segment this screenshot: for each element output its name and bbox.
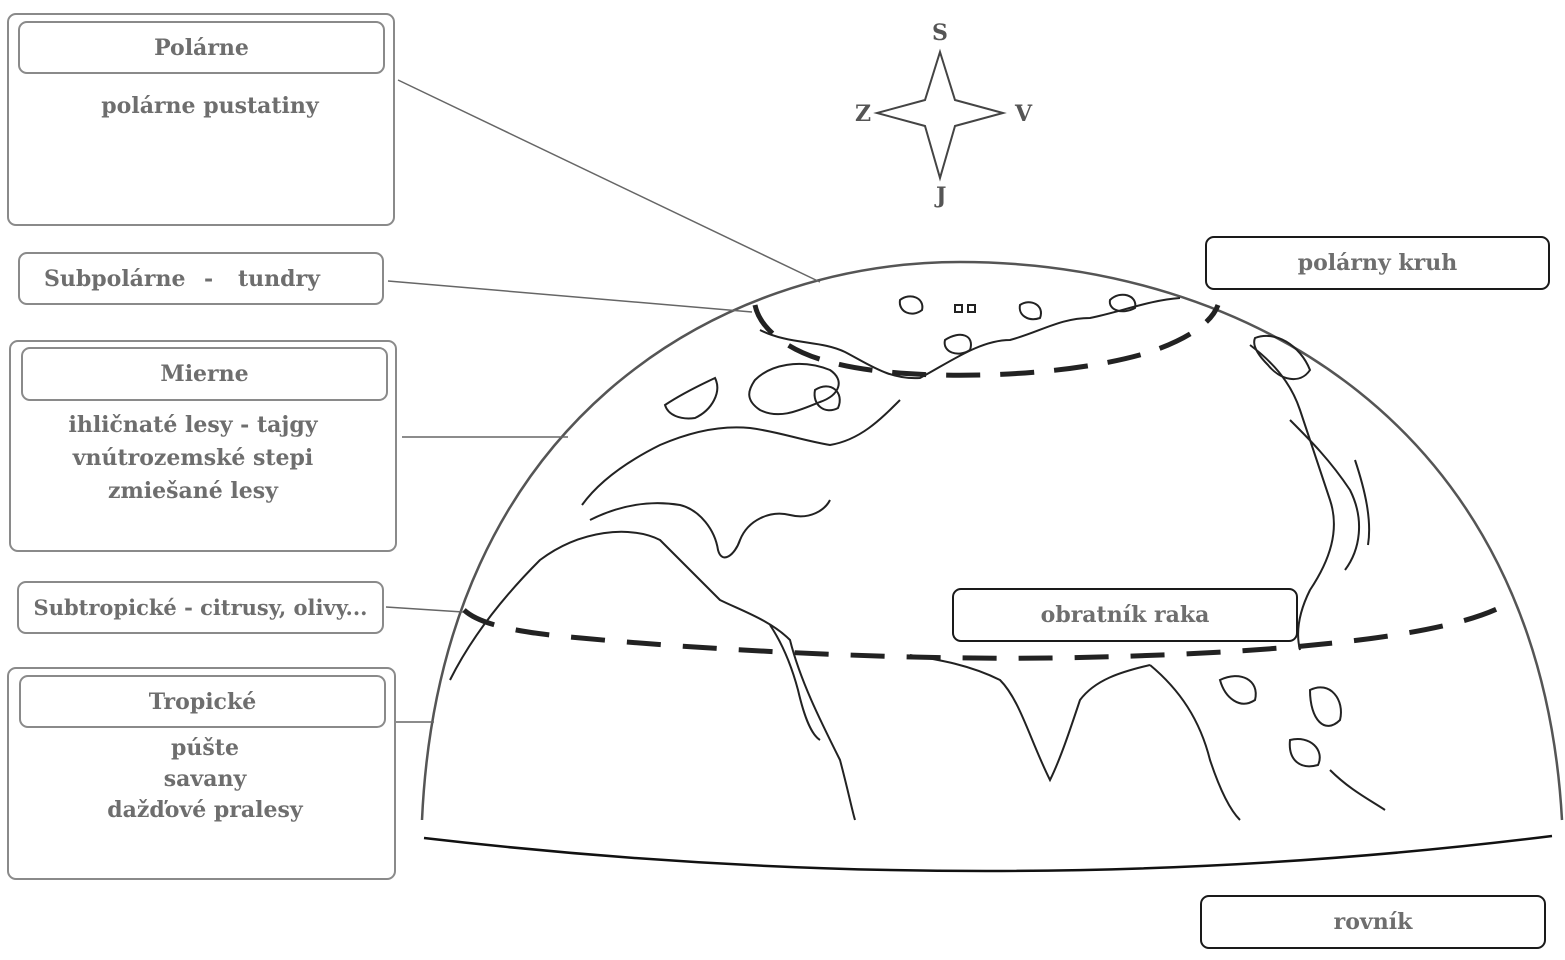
tropic-of-cancer-label: obratník raka [952,588,1298,642]
zone-temperate-item: ihličnaté lesy - tajgy [68,412,318,438]
coastlines [449,293,1386,821]
zone-tropical-title: Tropické [19,675,386,728]
zone-temperate-items: ihličnaté lesy - tajgy vnútrozemské step… [8,409,378,508]
leader-polar [397,79,821,283]
globe-outline [420,260,1564,821]
leader-subtropical [385,606,464,613]
leader-subpolar [387,280,753,313]
arctic-circle-line [752,304,1221,378]
zone-polar-title: Polárne [18,21,385,74]
zone-polar-items: polárne pustatiny [20,90,400,123]
zone-subpolar-title: Subpolárne [44,266,186,292]
arctic-circle-label: polárny kruh [1205,236,1550,290]
compass-star [873,48,1007,182]
zone-tropical-items: púšte savany dažďové pralesy [15,733,395,826]
zone-temperate-item: zmiešané lesy [108,478,278,504]
zone-temperate-title: Mierne [21,347,388,401]
zone-subpolar-box: Subpolárne - tundry [18,252,384,305]
zone-tropical-item: dažďové pralesy [107,797,303,823]
equator-curve [423,834,1553,873]
compass-north-label: S [932,20,948,46]
zone-subtropical-box: Subtropické - citrusy, olivy... [17,581,384,634]
zone-tropical-item: púšte [171,735,239,761]
zone-subpolar-item: tundry [238,266,320,292]
zone-tropical-item: savany [163,766,247,792]
zone-polar-item: polárne pustatiny [101,93,319,119]
zone-subpolar-separator: - [204,266,214,292]
compass-west-label: Z [855,101,872,127]
equator-label: rovník [1200,895,1546,949]
zone-temperate-item: vnútrozemské stepi [72,445,314,471]
compass-east-label: V [1015,101,1033,127]
leader-lines [385,79,821,723]
compass-rose [873,48,1007,182]
compass-south-label: J [936,183,947,209]
